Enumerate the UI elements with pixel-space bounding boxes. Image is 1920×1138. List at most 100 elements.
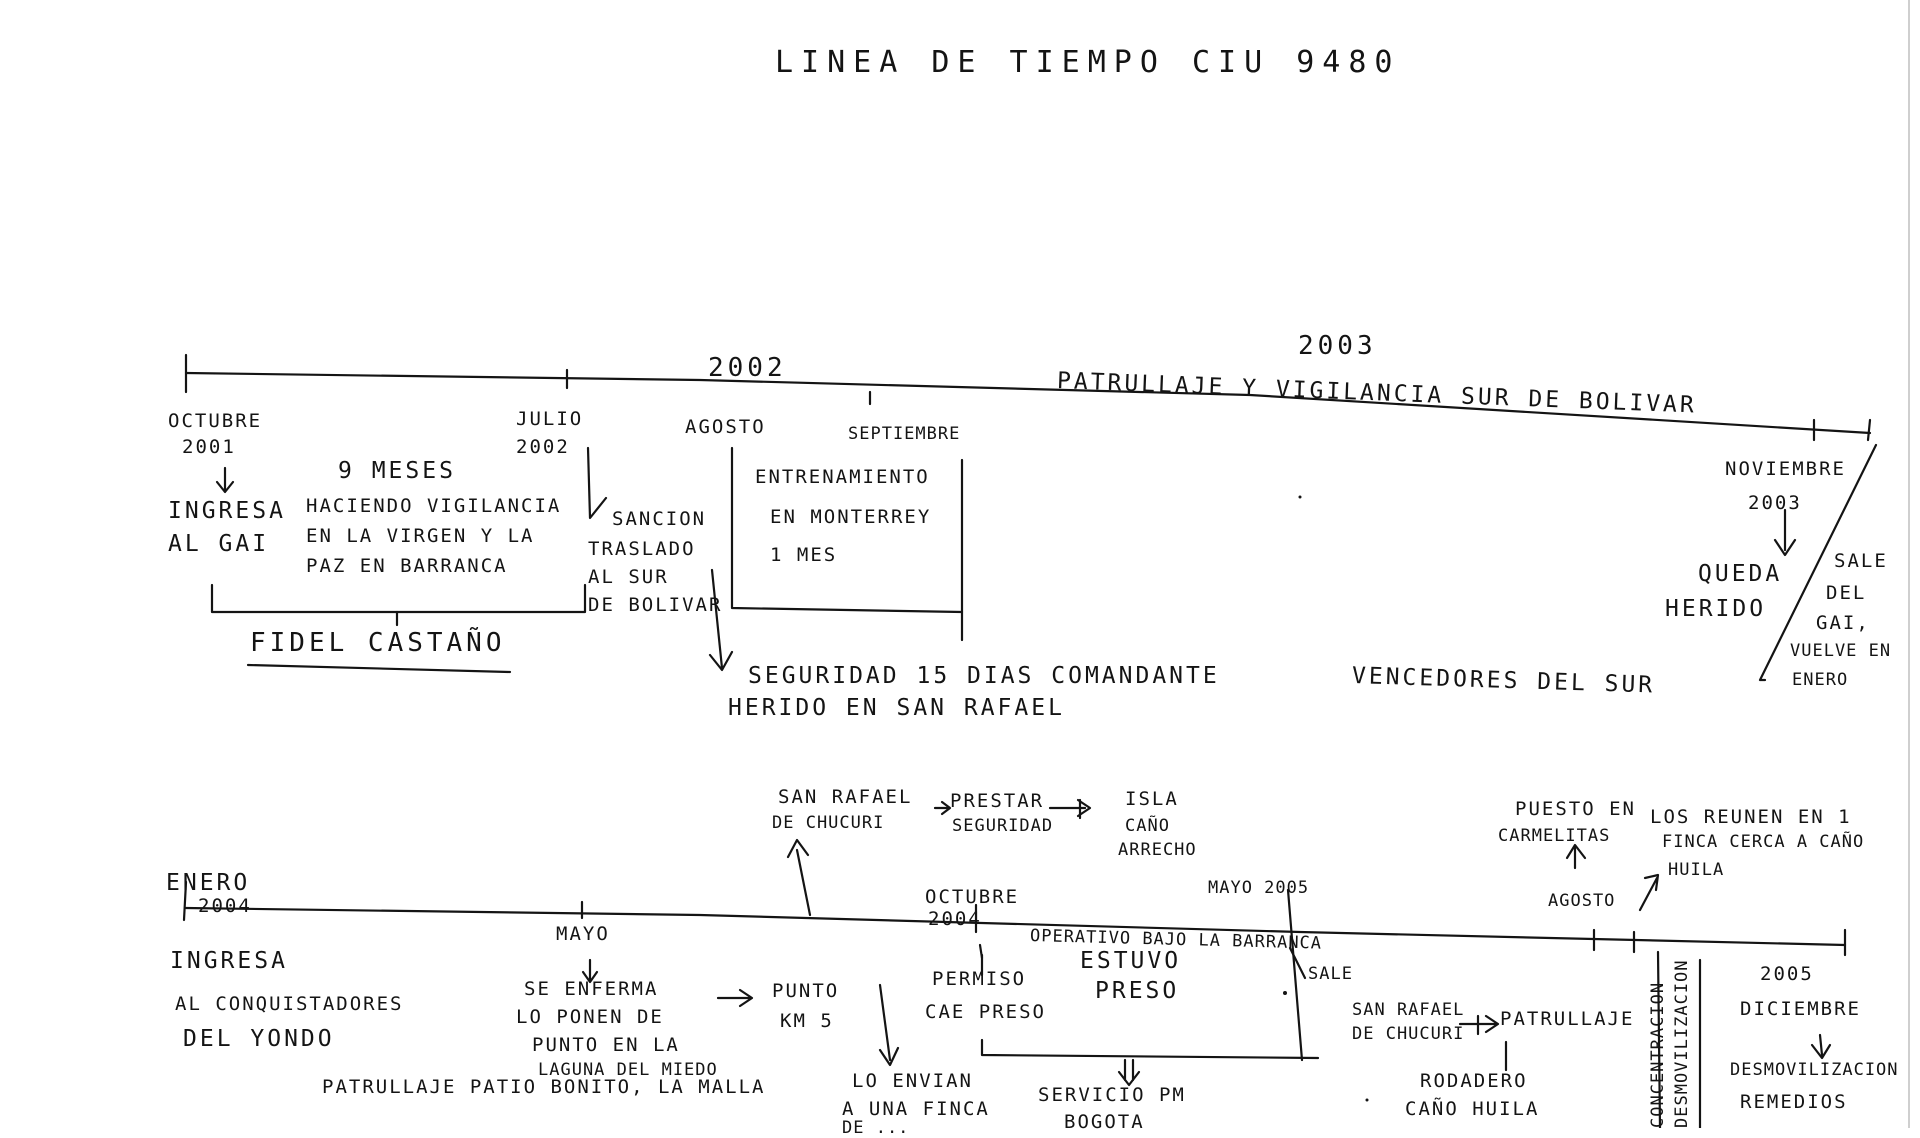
desmovilizacion-vertical-label: DESMOVILIZACION (1672, 959, 1692, 1128)
enero-year: 2004 (198, 895, 252, 917)
envian-line-2: A UNA FINCA (842, 1098, 990, 1120)
sancion-line-4: DE BOLIVAR (588, 594, 723, 616)
enero-label: ENERO (166, 870, 251, 896)
seguridad-line-2: HERIDO EN SAN RAFAEL (728, 695, 1065, 721)
arrow-enferma-right (716, 988, 754, 1008)
octubre-year: 2001 (182, 436, 236, 458)
sale-gai-line-1: SALE (1834, 550, 1888, 572)
desmovilizacion-line-2: REMEDIOS (1740, 1091, 1848, 1113)
entrenamiento-line-3: 1 MES (770, 544, 838, 566)
vigilancia-line-2: EN LA VIRGEN Y LA (306, 525, 535, 547)
sale-gai-line-2: DEL (1826, 582, 1867, 604)
envian-line-1: LO ENVIAN (852, 1070, 973, 1092)
enferma-line-3: PUNTO EN LA (532, 1034, 680, 1056)
tick-octubre-2004-b (978, 943, 984, 960)
entrenamiento-line-1: ENTRENAMIENTO (755, 466, 930, 488)
noviembre-year: 2003 (1748, 492, 1802, 514)
san-rafael-bottom-line-1: SAN RAFAEL (1352, 1000, 1465, 1020)
patrullaje-label: PATRULLAJE (1500, 1008, 1635, 1030)
sale-gai-line-3: GAI, (1816, 612, 1870, 634)
reunen-line-2: FINCA CERCA A CAÑO (1662, 832, 1865, 852)
octubre-2004-year: 2004 (928, 908, 982, 930)
envian-line-3: DE ... (842, 1118, 910, 1138)
arrow-san-rafael-up (786, 838, 812, 917)
arrow-punto-down (878, 983, 900, 1067)
conquistadores-line-1: INGRESA (170, 948, 288, 974)
page-edge (1908, 0, 1910, 1128)
conquistadores-line-2: AL CONQUISTADORES (175, 993, 404, 1015)
sale-gai-line-5: ENERO (1792, 670, 1849, 690)
vigilancia-line-3: PAZ EN BARRANCA (306, 555, 508, 577)
tick-enero-2004 (182, 880, 188, 922)
permiso-line-2: CAE PRESO (925, 1001, 1046, 1023)
septiembre-label: SEPTIEMBRE (848, 424, 961, 444)
mayo-label: MAYO (556, 923, 610, 945)
concentracion-label: CONCENTRACION (1648, 981, 1668, 1128)
arrow-dic-down (1810, 1033, 1832, 1060)
servicio-line-1: SERVICIO PM (1038, 1084, 1186, 1106)
agosto-label: AGOSTO (1548, 891, 1616, 911)
timeline-1-end (1866, 418, 1872, 442)
arrow-mayo-down (581, 958, 599, 984)
arrow-patrullaje (1458, 1014, 1500, 1036)
puesto-line-2: CARMELITAS (1498, 826, 1611, 846)
sale-label: SALE (1308, 964, 1353, 984)
mayo-2005-label: MAYO 2005 (1208, 878, 1310, 898)
estuvo-line-2: PRESO (1095, 978, 1180, 1004)
octubre-2004-label: OCTUBRE (925, 886, 1020, 908)
fidel-underline (246, 663, 512, 674)
page-title: LINEA DE TIEMPO CIU 9480 (775, 45, 1401, 80)
rodadero-line-1: RODADERO (1420, 1070, 1528, 1092)
sancion-line-1: SANCION (612, 508, 707, 530)
octubre-label: OCTUBRE (168, 410, 263, 432)
ingresa-line-2: AL GAI (168, 531, 270, 557)
sancion-line-3: AL SUR (588, 566, 669, 588)
punto-line-2: KM 5 (780, 1010, 834, 1032)
vencedores-divider (1758, 443, 1878, 682)
isla-line-1: ISLA (1125, 788, 1179, 810)
patrullaje-patio-bonito: PATRULLAJE PATIO BONITO, LA MALLA (322, 1076, 766, 1098)
arrow-prestar (933, 800, 952, 816)
arrow-sancion-down (708, 568, 734, 672)
reunen-line-3: HUILA (1668, 860, 1725, 880)
diciembre-label: DICIEMBRE (1740, 998, 1861, 1020)
timeline-1-axis (184, 371, 1872, 435)
julio-label: JULIO (516, 408, 584, 430)
timeline-2-axis (184, 906, 1847, 947)
estuvo-line-1: ESTUVO (1080, 948, 1182, 974)
arrow-reunen (1638, 873, 1660, 912)
fidel-castano: FIDEL CASTAÑO (250, 628, 506, 658)
san-rafael-top-line-1: SAN RAFAEL (778, 786, 913, 808)
servicio-line-2: BOGOTA (1064, 1111, 1145, 1133)
isla-line-3: ARRECHO (1118, 840, 1197, 860)
bracket-entrenamiento (730, 446, 964, 614)
year-2003-label: 2003 (1298, 331, 1377, 361)
conquistadores-line-3: DEL YONDO (183, 1026, 335, 1052)
julio-year: 2002 (516, 436, 570, 458)
noviembre-label: NOVIEMBRE (1725, 458, 1846, 480)
desmovilizacion-line-1: DESMOVILIZACION (1730, 1060, 1899, 1080)
punto-line-1: PUNTO (772, 980, 840, 1002)
entrenamiento-line-2: EN MONTERREY (770, 506, 932, 528)
arrow-julio-down (586, 446, 608, 520)
ingresa-line-1: INGRESA (168, 498, 286, 524)
enferma-line-1: SE ENFERMA (524, 978, 659, 1000)
tick-mayo-2005 (1286, 888, 1304, 1062)
arrow-octubre-down (215, 466, 235, 494)
arrow-noviembre-down (1773, 508, 1797, 557)
reunen-line-1: LOS REUNEN EN 1 (1650, 806, 1852, 828)
prestar-line-1: PRESTAR (950, 790, 1045, 812)
prestar-line-2: SEGURIDAD (952, 816, 1054, 836)
san-rafael-top-line-2: DE CHUCURI (772, 813, 885, 833)
sale-gai-line-4: VUELVE EN (1790, 641, 1892, 661)
concentracion-divider (1656, 950, 1662, 1128)
enferma-line-4: LAGUNA DEL MIEDO (538, 1060, 718, 1080)
bracket-nueve-meses (210, 583, 587, 614)
sancion-line-2: TRASLADO (588, 538, 696, 560)
san-rafael-bottom-line-2: DE CHUCURI (1352, 1024, 1465, 1044)
puesto-line-1: PUESTO EN (1515, 798, 1636, 820)
seguridad-line-1: SEGURIDAD 15 DIAS COMANDANTE (748, 663, 1220, 689)
arrow-isla (1048, 798, 1092, 820)
permiso-line-1: PERMISO (932, 968, 1027, 990)
